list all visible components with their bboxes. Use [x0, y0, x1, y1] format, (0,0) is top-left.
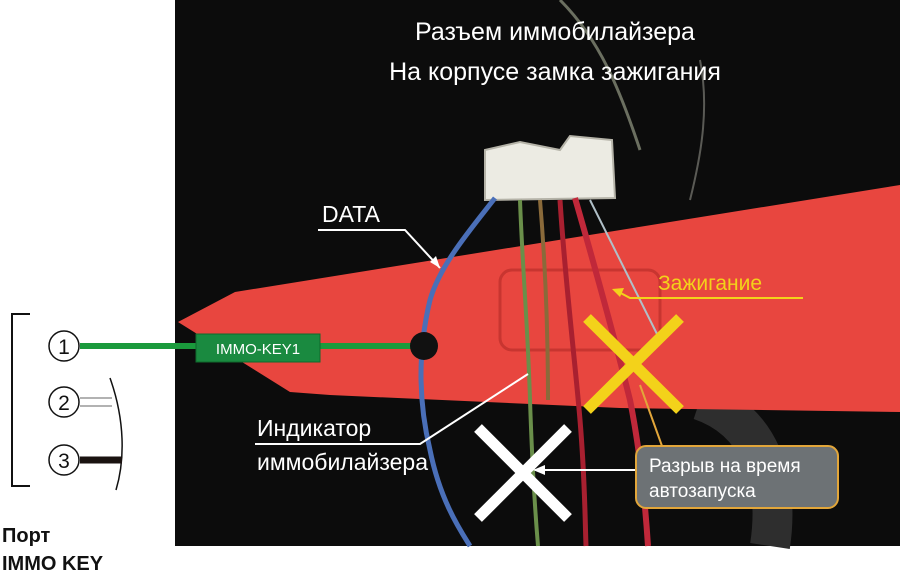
tool-embossed-logo: [498, 268, 662, 352]
svg-text:3: 3: [58, 450, 70, 473]
data-leader-line: [318, 229, 441, 269]
wire-brown: [538, 199, 550, 401]
indicator-label-line-2: иммобилайзера: [257, 449, 428, 475]
svg-text:2: 2: [58, 392, 70, 415]
cable-bend-line: [109, 377, 123, 491]
wire-grey: [589, 199, 661, 341]
immo-key1-tag-label: IMMO-KEY1: [216, 341, 300, 358]
wire-red: [557, 199, 589, 547]
data-label: DATA: [322, 201, 381, 227]
port-bracket: [11, 313, 30, 487]
arrow-head-icon: [430, 256, 440, 268]
svg-text:1: 1: [58, 336, 70, 359]
white-cross-icon: [474, 424, 572, 522]
indicator-wire-green: [518, 199, 540, 547]
red-pry-tool: [178, 185, 900, 412]
connection-point: [410, 332, 438, 360]
background-wire: [689, 59, 706, 201]
break-callout-line-2: автозапуска: [649, 481, 756, 502]
title-line-2: На корпусе замка зажигания: [389, 58, 721, 86]
port-title-line-2: IMMO KEY: [2, 553, 104, 574]
break-leader-line: [639, 384, 663, 447]
indicator-label-line-1: Индикатор: [257, 415, 371, 441]
break-callout-line-1: Разрыв на время: [649, 456, 801, 477]
data-wire-blue: [418, 196, 497, 548]
indicator-leader-line: [255, 373, 529, 445]
break-callout: [635, 445, 839, 509]
immobilizer-connector: [484, 134, 617, 202]
ignition-label: Зажигание: [658, 272, 762, 295]
immo-key1-tag: [195, 333, 321, 363]
pin-3: 3: [48, 444, 80, 476]
arrow-head-icon: [533, 465, 545, 475]
pin-1: 1: [48, 330, 80, 362]
pin-2: 2: [48, 386, 80, 418]
yellow-cross-icon: [583, 314, 684, 414]
arrow-head-icon: [612, 288, 624, 297]
port-title-line-1: Порт: [2, 525, 51, 547]
background-wire: [558, 0, 642, 151]
title-line-1: Разъем иммобилайзера: [415, 18, 695, 46]
